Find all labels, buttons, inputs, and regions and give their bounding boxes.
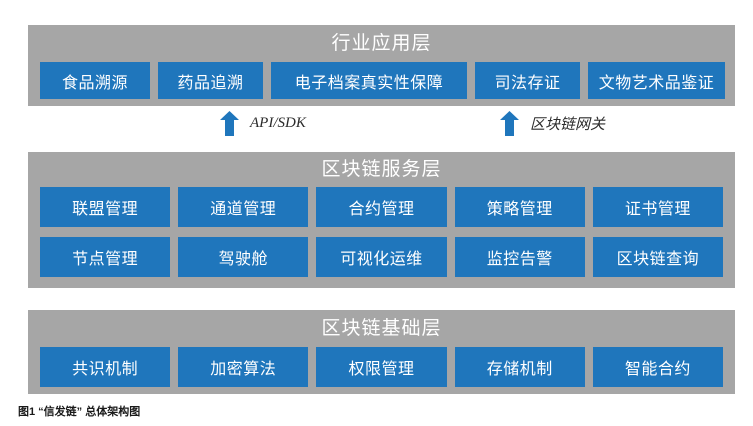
- service-box-monitoring-alarm[interactable]: 监控告警: [454, 237, 585, 277]
- layer-service-title: 区块链服务层: [321, 159, 442, 180]
- arrow-up-icon: [220, 111, 239, 136]
- app-box-drug-traceability[interactable]: 药品追溯: [158, 62, 263, 99]
- service-box-policy-management[interactable]: 策略管理: [454, 187, 585, 227]
- service-box-node-management[interactable]: 节点管理: [40, 237, 171, 277]
- app-box-judicial-deposit[interactable]: 司法存证: [475, 62, 580, 99]
- connector-blockchain-gateway: 区块链网关: [500, 111, 605, 136]
- layer-application: 行业应用层 食品溯源 药品追溯 电子档案真实性保障 司法存证 文物艺术品鉴证: [28, 25, 735, 106]
- service-box-visual-operations[interactable]: 可视化运维: [316, 237, 447, 277]
- layer-service-box-row-2: 节点管理 驾驶舱 可视化运维 监控告警 区块链查询: [40, 237, 724, 277]
- service-box-blockchain-query[interactable]: 区块链查询: [592, 237, 724, 277]
- service-box-certificate-management[interactable]: 证书管理: [592, 187, 724, 227]
- app-box-electronic-archive-authenticity[interactable]: 电子档案真实性保障: [271, 62, 467, 99]
- service-box-channel-management[interactable]: 通道管理: [178, 187, 309, 227]
- infra-box-storage-mechanism[interactable]: 存储机制: [454, 347, 585, 387]
- layer-infrastructure-box-row: 共识机制 加密算法 权限管理 存储机制 智能合约: [40, 347, 724, 387]
- arrow-up-icon: [500, 111, 519, 136]
- app-box-food-traceability[interactable]: 食品溯源: [40, 62, 150, 99]
- layer-application-title: 行业应用层: [331, 33, 432, 54]
- infra-box-smart-contract[interactable]: 智能合约: [592, 347, 724, 387]
- connector-api-sdk-label: API/SDK: [250, 115, 306, 131]
- service-box-alliance-management[interactable]: 联盟管理: [40, 187, 171, 227]
- app-box-cultural-relic-authentication[interactable]: 文物艺术品鉴证: [588, 62, 725, 99]
- layer-infrastructure-title: 区块链基础层: [321, 318, 442, 339]
- layer-service-box-row-1: 联盟管理 通道管理 合约管理 策略管理 证书管理: [40, 187, 724, 227]
- infra-box-permission-management[interactable]: 权限管理: [316, 347, 447, 387]
- layer-service: 区块链服务层 联盟管理 通道管理 合约管理 策略管理 证书管理 节点管理 驾驶舱…: [28, 152, 735, 288]
- service-box-cockpit[interactable]: 驾驶舱: [178, 237, 309, 277]
- infra-box-consensus-mechanism[interactable]: 共识机制: [40, 347, 171, 387]
- connector-api-sdk: API/SDK: [220, 111, 306, 136]
- connector-band: API/SDK 区块链网关: [28, 106, 735, 152]
- service-box-contract-management[interactable]: 合约管理: [316, 187, 447, 227]
- layer-application-box-row: 食品溯源 药品追溯 电子档案真实性保障 司法存证 文物艺术品鉴证: [40, 62, 725, 99]
- connector-blockchain-gateway-label: 区块链网关: [530, 117, 606, 133]
- layer-infrastructure: 区块链基础层 共识机制 加密算法 权限管理 存储机制 智能合约: [28, 310, 735, 394]
- infra-box-encryption-algorithm[interactable]: 加密算法: [178, 347, 309, 387]
- figure-caption: 图1 “信发链” 总体架构图: [18, 406, 141, 418]
